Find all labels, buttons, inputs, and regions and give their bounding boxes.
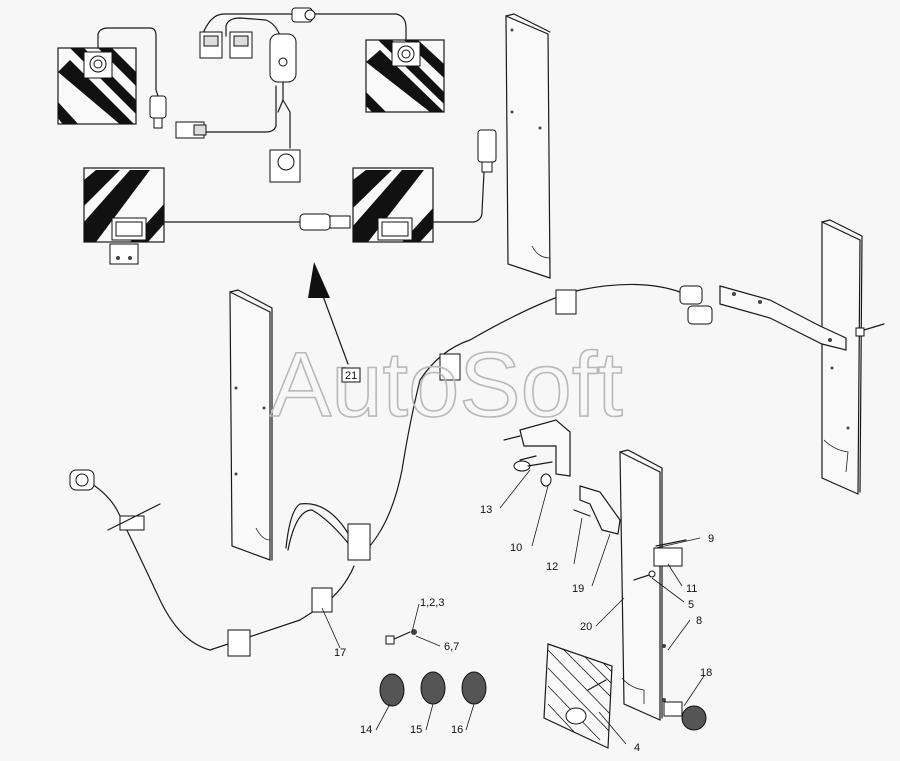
label-10: 10: [510, 542, 522, 554]
label-19: 19: [572, 583, 584, 595]
label-15: 15: [410, 724, 422, 736]
mounting-board-right: [821, 219, 863, 495]
warning-panel-top-right: [365, 39, 445, 113]
label-18: 18: [700, 667, 712, 679]
reflector-round-16: [461, 671, 487, 705]
label-21: 21: [345, 370, 357, 382]
label-4: 4: [634, 742, 640, 754]
angle-bracket: [573, 485, 687, 581]
label-6-7: 6,7: [444, 641, 459, 653]
label-13: 13: [480, 504, 492, 516]
label-14: 14: [360, 724, 372, 736]
label-16: 16: [451, 724, 463, 736]
reflector-round-14: [379, 673, 405, 707]
callout-box: [341, 367, 361, 383]
mounting-board-lower-right: [619, 449, 666, 721]
warning-plate-lower: [543, 643, 613, 749]
reflector-round-15: [420, 671, 446, 705]
socket-bracket: [503, 419, 571, 487]
label-12: 12: [546, 561, 558, 573]
warning-panel-top-left: [57, 47, 137, 125]
label-8: 8: [696, 615, 702, 627]
mounting-board-top: [505, 13, 551, 279]
support-bracket-right: [719, 285, 885, 351]
warning-panel-mid-right: [352, 167, 434, 243]
main-cable-harness: [69, 283, 713, 657]
warning-panel-mid-left: [83, 167, 165, 265]
leader-lines: [321, 469, 705, 745]
reflector-round-18: [663, 701, 707, 731]
watermark-text: AutoSoft: [270, 334, 623, 436]
label-9: 9: [708, 533, 714, 545]
callout-arrow: [308, 262, 349, 365]
top-harness: [97, 7, 497, 231]
label-11: 11: [686, 583, 697, 595]
label-17: 17: [334, 647, 346, 659]
mounting-board-left: [229, 289, 273, 561]
label-20: 20: [580, 621, 592, 633]
label-5: 5: [688, 599, 694, 611]
label-1-2-3: 1,2,3: [420, 597, 444, 609]
